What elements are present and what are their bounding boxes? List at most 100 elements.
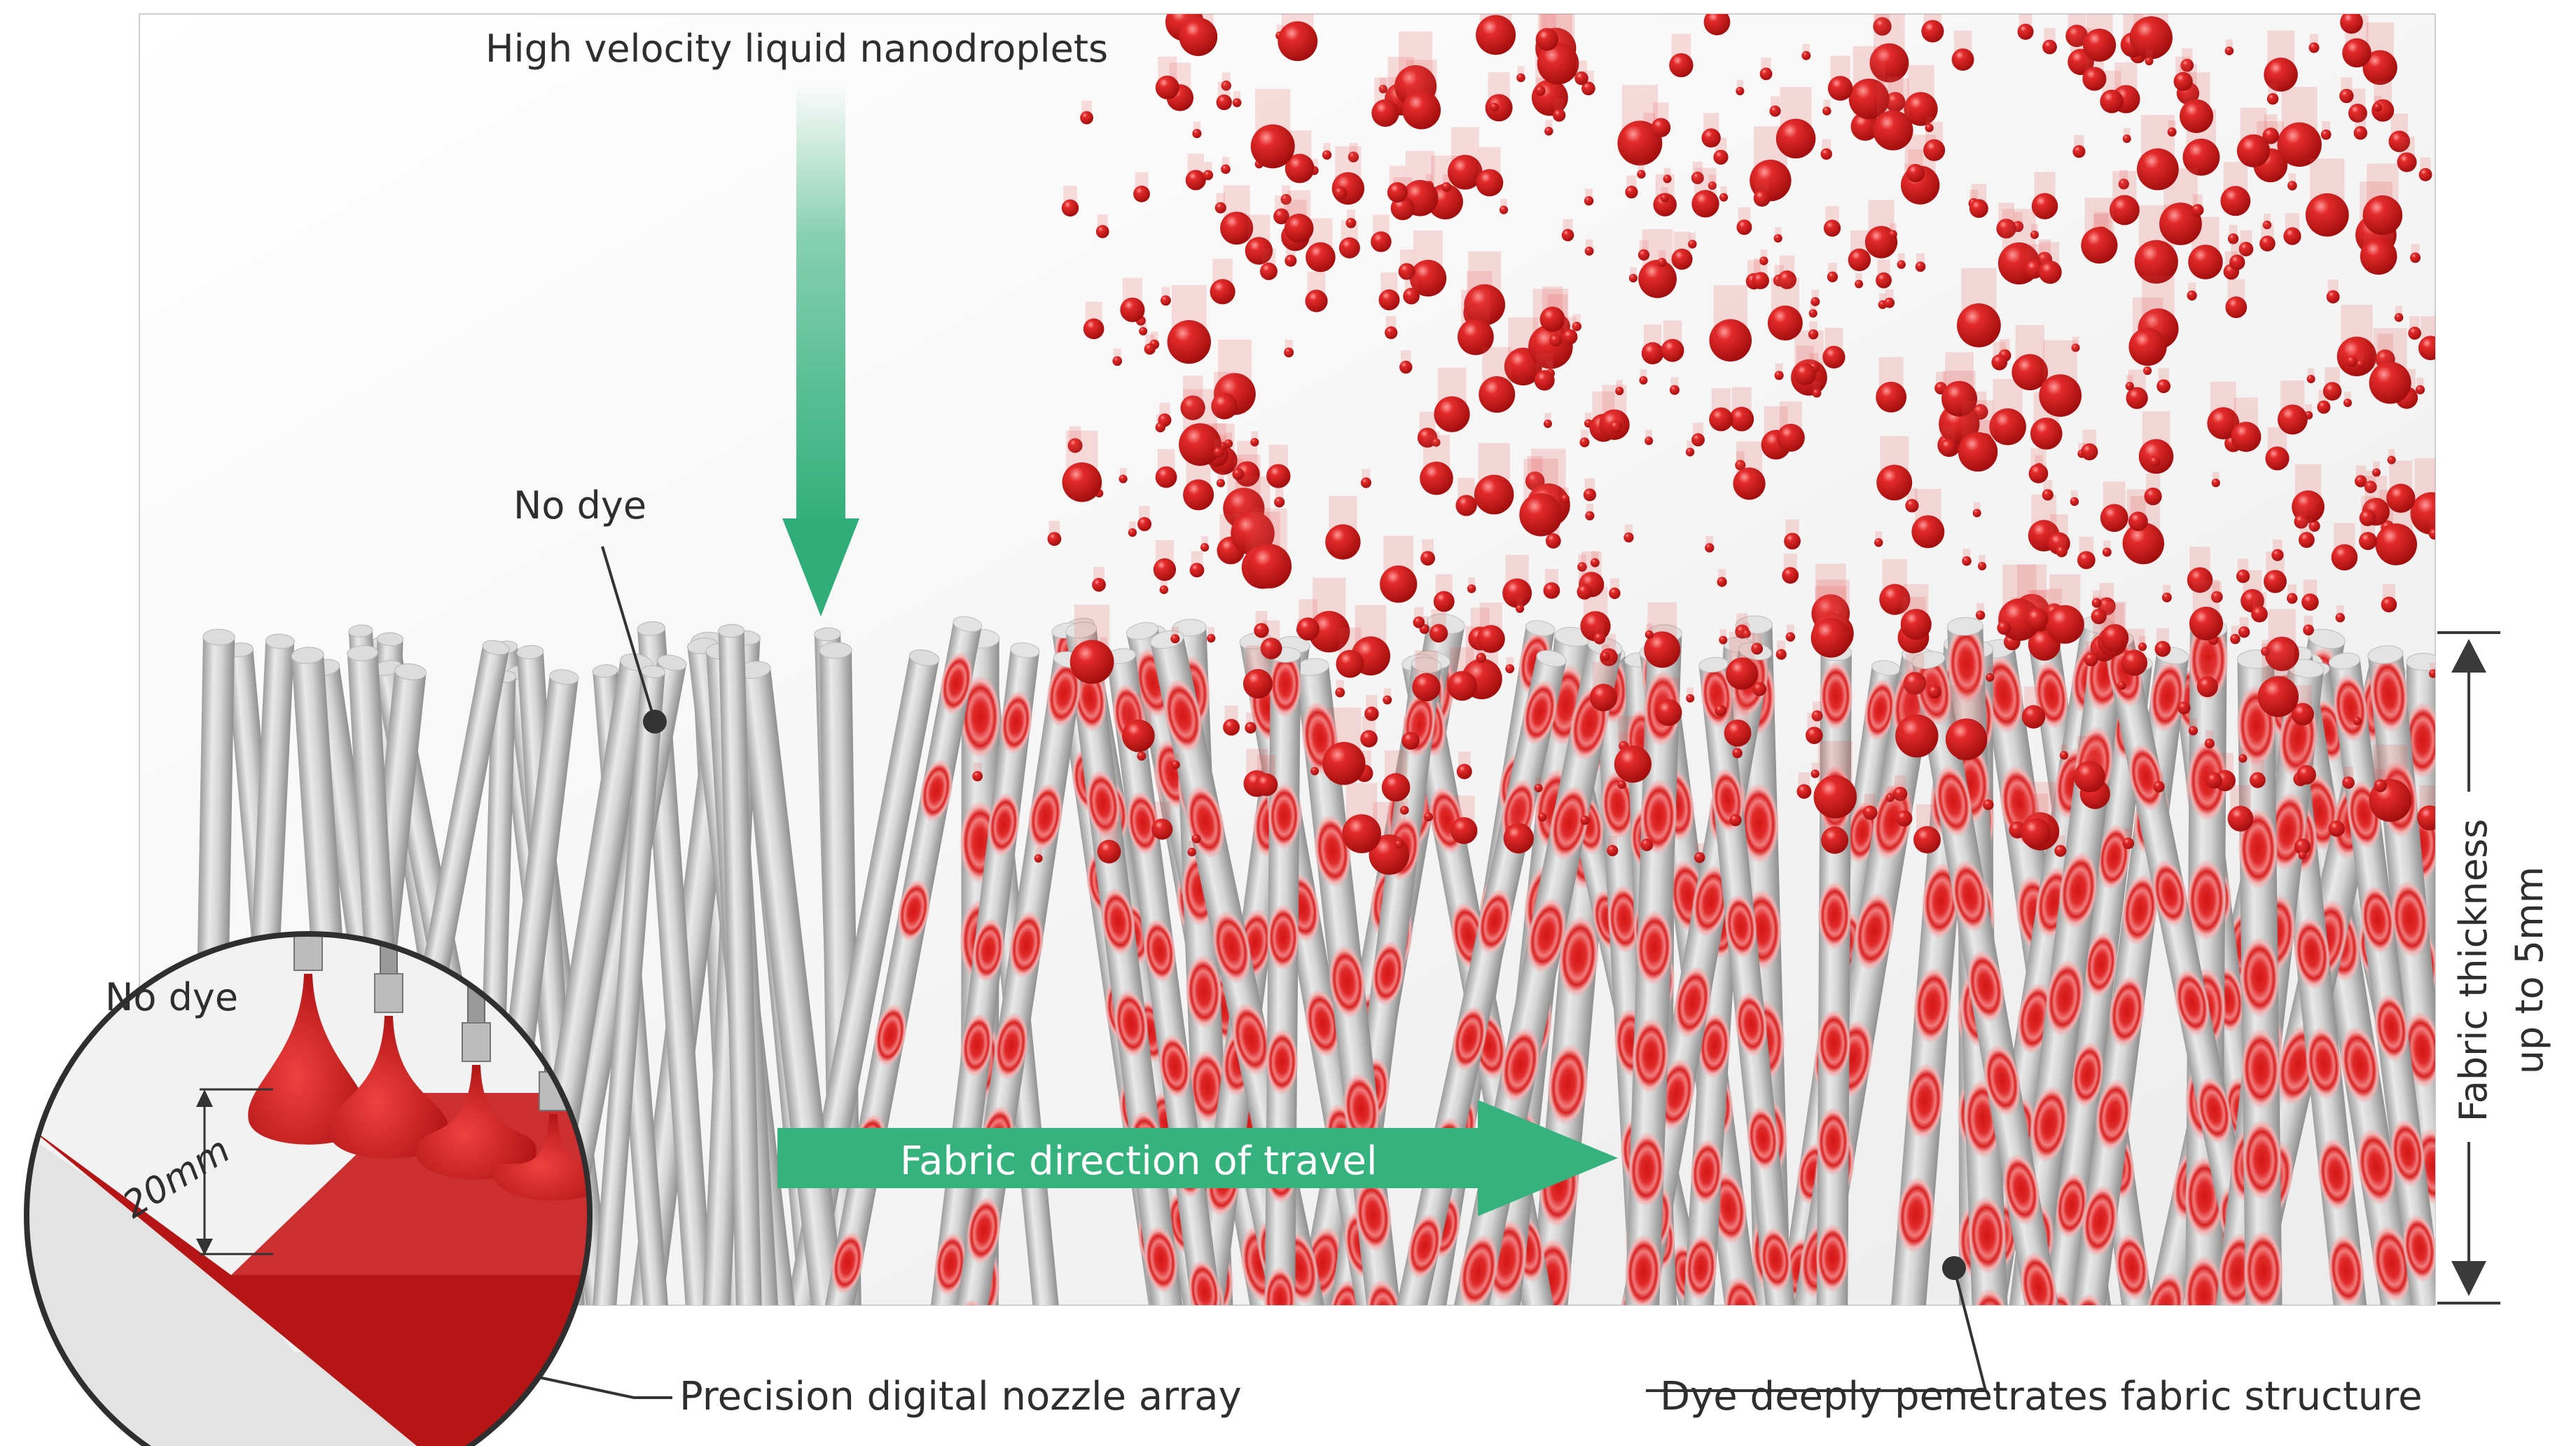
droplet xyxy=(1735,613,1750,639)
droplet xyxy=(2187,282,2197,301)
droplet xyxy=(1399,799,1409,815)
droplet xyxy=(1112,348,1123,366)
droplet xyxy=(2102,540,2112,557)
droplet xyxy=(2128,496,2148,532)
droplet xyxy=(2030,223,2039,240)
droplet xyxy=(1223,705,1240,736)
droplet xyxy=(2100,71,2124,113)
droplet xyxy=(1211,371,1238,420)
droplet xyxy=(1862,794,1878,820)
droplet xyxy=(1247,508,1292,588)
droplet xyxy=(2125,375,2134,391)
droplet xyxy=(2394,305,2404,322)
droplet xyxy=(1641,324,1664,365)
droplet xyxy=(1560,487,1570,503)
droplet xyxy=(2149,448,2161,467)
droplet xyxy=(1398,249,1415,280)
droplet xyxy=(1401,717,1420,750)
droplet xyxy=(2408,316,2421,340)
droplet xyxy=(1214,193,1226,214)
droplet xyxy=(1775,87,1816,159)
droplet xyxy=(1639,369,1648,385)
droplet xyxy=(1250,89,1295,169)
droplet xyxy=(1708,174,1717,190)
droplet xyxy=(1120,277,1145,322)
droplet xyxy=(2156,368,2171,394)
droplet xyxy=(1775,640,1787,660)
droplet xyxy=(2362,22,2397,85)
droplet xyxy=(1703,14,1731,36)
droplet xyxy=(1171,753,1180,769)
droplet xyxy=(2227,785,2254,832)
droplet xyxy=(1519,458,1563,537)
droplet xyxy=(1808,302,1817,318)
droplet xyxy=(1277,14,1318,62)
droplet xyxy=(1903,653,1927,695)
droplet xyxy=(1119,467,1128,483)
droplet xyxy=(2362,163,2403,235)
droplet xyxy=(2118,170,2129,190)
droplet xyxy=(1062,430,1102,502)
droplet xyxy=(1464,251,1506,326)
droplet xyxy=(2054,835,2067,858)
droplet xyxy=(2177,691,2191,715)
droplet xyxy=(1151,801,1173,840)
droplet xyxy=(2346,347,2357,367)
droplet xyxy=(2021,794,2051,848)
droplet xyxy=(1969,184,1988,219)
droplet xyxy=(2265,427,2290,471)
droplet xyxy=(2264,609,2299,671)
droplet xyxy=(1432,431,1441,447)
droplet xyxy=(1210,259,1235,305)
droplet xyxy=(1996,202,2016,239)
droplet xyxy=(1371,214,1392,252)
droplet xyxy=(2091,590,2102,608)
droplet xyxy=(1516,66,1525,83)
droplet xyxy=(1895,680,1939,758)
droplet xyxy=(2371,461,2381,477)
droplet xyxy=(1342,783,1381,853)
droplet xyxy=(1348,143,1359,163)
droplet xyxy=(1601,644,1611,661)
droplet xyxy=(1876,259,1892,289)
droplet xyxy=(1939,425,1957,456)
droplet xyxy=(1691,167,1719,218)
droplet xyxy=(1232,458,1245,481)
droplet xyxy=(1561,219,1574,242)
droplet xyxy=(1873,78,1913,151)
droplet xyxy=(2317,390,2331,414)
droplet xyxy=(1590,551,1600,567)
droplet xyxy=(1997,209,2040,284)
droplet xyxy=(1820,139,1832,160)
droplet xyxy=(1812,381,1822,398)
droplet xyxy=(1958,400,1998,472)
droplet xyxy=(2417,785,2435,831)
droplet xyxy=(1663,167,1672,184)
droplet xyxy=(1310,759,1320,776)
droplet xyxy=(1810,586,1851,658)
droplet xyxy=(1220,185,1254,245)
droplet xyxy=(1534,354,1555,391)
droplet xyxy=(1133,172,1150,202)
droplet xyxy=(1232,91,1242,108)
droplet xyxy=(2238,747,2248,763)
droplet xyxy=(1476,645,1486,663)
droplet xyxy=(2210,581,2223,603)
droplet xyxy=(1983,790,1994,811)
droplet xyxy=(1584,239,1594,256)
droplet xyxy=(1874,531,1883,547)
droplet xyxy=(1434,367,1470,432)
droplet xyxy=(2030,392,2063,450)
droplet xyxy=(1515,597,1525,613)
droplet xyxy=(2117,674,2126,690)
droplet xyxy=(2374,769,2388,792)
droplet xyxy=(1274,488,1285,508)
droplet xyxy=(1972,502,1981,518)
droplet xyxy=(1640,828,1654,851)
droplet xyxy=(1385,316,1398,340)
droplet xyxy=(2303,615,2314,635)
droplet xyxy=(1614,715,1651,783)
droplet xyxy=(1911,489,1945,549)
droplet xyxy=(1729,387,1754,432)
